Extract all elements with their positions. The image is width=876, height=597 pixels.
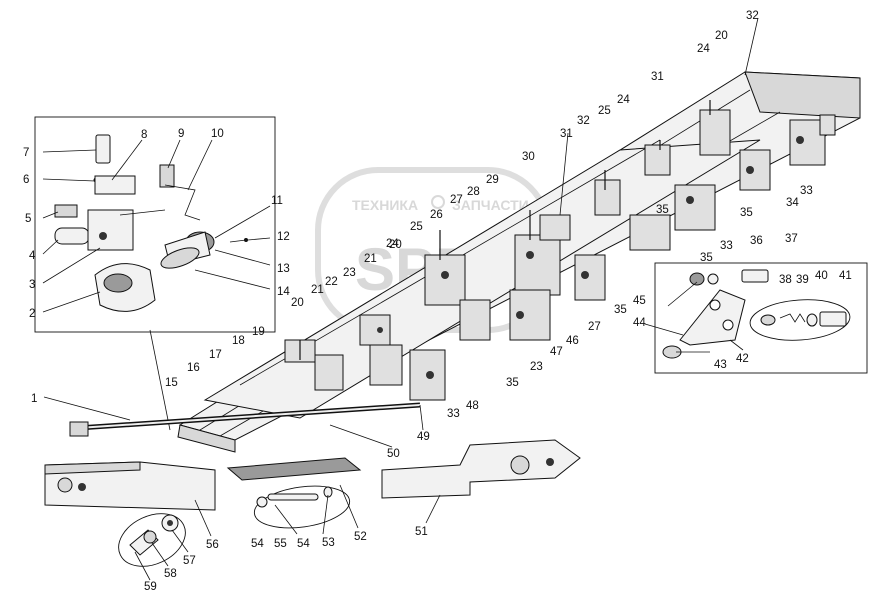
callout-12: 12 [277,231,290,243]
watermark-left-text: ТЕХНИКА [352,197,418,213]
bracket-parts [662,269,847,359]
gear-icon [431,195,445,209]
callout-44: 44 [633,317,646,329]
callout-52: 52 [354,531,367,543]
callout-48: 48 [466,400,479,412]
callout-35e: 35 [656,204,669,216]
callout-53: 53 [322,537,335,549]
inset-spring-oval [749,299,851,341]
callout-54b: 54 [297,538,310,550]
callout-24b: 24 [617,94,630,106]
callout-17: 17 [209,349,222,361]
callout-19: 19 [252,326,265,338]
inset-coupling-box [34,116,276,333]
callout-58: 58 [164,568,177,580]
callout-41: 41 [839,270,852,282]
callout-47: 47 [550,346,563,358]
callout-59: 59 [144,581,157,593]
callout-32a: 32 [577,115,590,127]
callout-42: 42 [736,353,749,365]
callout-36: 36 [750,235,763,247]
callout-2: 2 [29,308,35,320]
callout-37: 37 [785,233,798,245]
callout-32b: 32 [746,10,759,22]
callout-3: 3 [29,279,35,291]
leader-lines [42,17,759,581]
callout-20b: 20 [389,239,402,251]
callout-31b: 31 [651,71,664,83]
callout-49: 49 [417,431,430,443]
inset-bracket-box [654,262,868,374]
callout-31a: 31 [560,128,573,140]
callout-21b: 21 [364,253,377,265]
callout-50: 50 [387,448,400,460]
callout-15: 15 [165,377,178,389]
callout-18: 18 [232,335,245,347]
callout-40: 40 [815,270,828,282]
callout-25b: 25 [598,105,611,117]
callout-39: 39 [796,274,809,286]
callout-24a: 24 [386,238,399,250]
callout-7: 7 [23,147,29,159]
callout-labels: 1 2 3 4 5 6 7 8 9 10 11 12 13 14 15 16 1… [23,10,852,593]
callout-57: 57 [183,555,196,567]
watermark-right-text: ЗАПЧАСТИ [452,197,529,213]
callout-33b: 33 [800,185,813,197]
callout-46: 46 [566,335,579,347]
callout-30: 30 [522,151,535,163]
callout-20c: 20 [715,30,728,42]
callout-27b: 27 [588,321,601,333]
callout-16: 16 [187,362,200,374]
coupling-parts [54,134,248,312]
inset-pin-oval [253,485,351,529]
callout-26: 26 [430,209,443,221]
inset-bolt-oval [118,513,186,567]
callout-33c: 33 [447,408,460,420]
callout-25a: 25 [410,221,423,233]
callout-34: 34 [786,197,799,209]
callout-24c: 24 [697,43,710,55]
callout-11: 11 [271,195,283,207]
callout-6: 6 [23,174,29,186]
callout-33a: 33 [720,240,733,252]
callout-56: 56 [206,539,219,551]
callout-10: 10 [211,128,224,140]
callout-20a: 20 [291,297,304,309]
callout-21a: 21 [311,284,324,296]
callout-35a: 35 [740,207,753,219]
callout-22: 22 [325,276,338,288]
callout-35c: 35 [614,304,627,316]
callout-28: 28 [467,186,480,198]
callout-14: 14 [277,286,290,298]
callout-1: 1 [31,393,37,405]
callout-23b: 23 [530,361,543,373]
callout-8: 8 [141,129,147,141]
callout-23a: 23 [343,267,356,279]
callout-4: 4 [29,250,36,262]
callout-35d: 35 [506,377,519,389]
callout-51: 51 [415,526,428,538]
callout-13: 13 [277,263,290,275]
callout-38: 38 [779,274,792,286]
callout-45: 45 [633,295,646,307]
callout-55: 55 [274,538,287,550]
callout-54a: 54 [251,538,264,550]
callout-43: 43 [714,359,727,371]
lower-parts [44,439,581,556]
callout-5: 5 [25,213,31,225]
callout-9: 9 [178,128,184,140]
callout-27a: 27 [450,194,463,206]
main-beam-assembly [69,71,861,453]
callout-35b: 35 [700,252,713,264]
callout-29: 29 [486,174,499,186]
